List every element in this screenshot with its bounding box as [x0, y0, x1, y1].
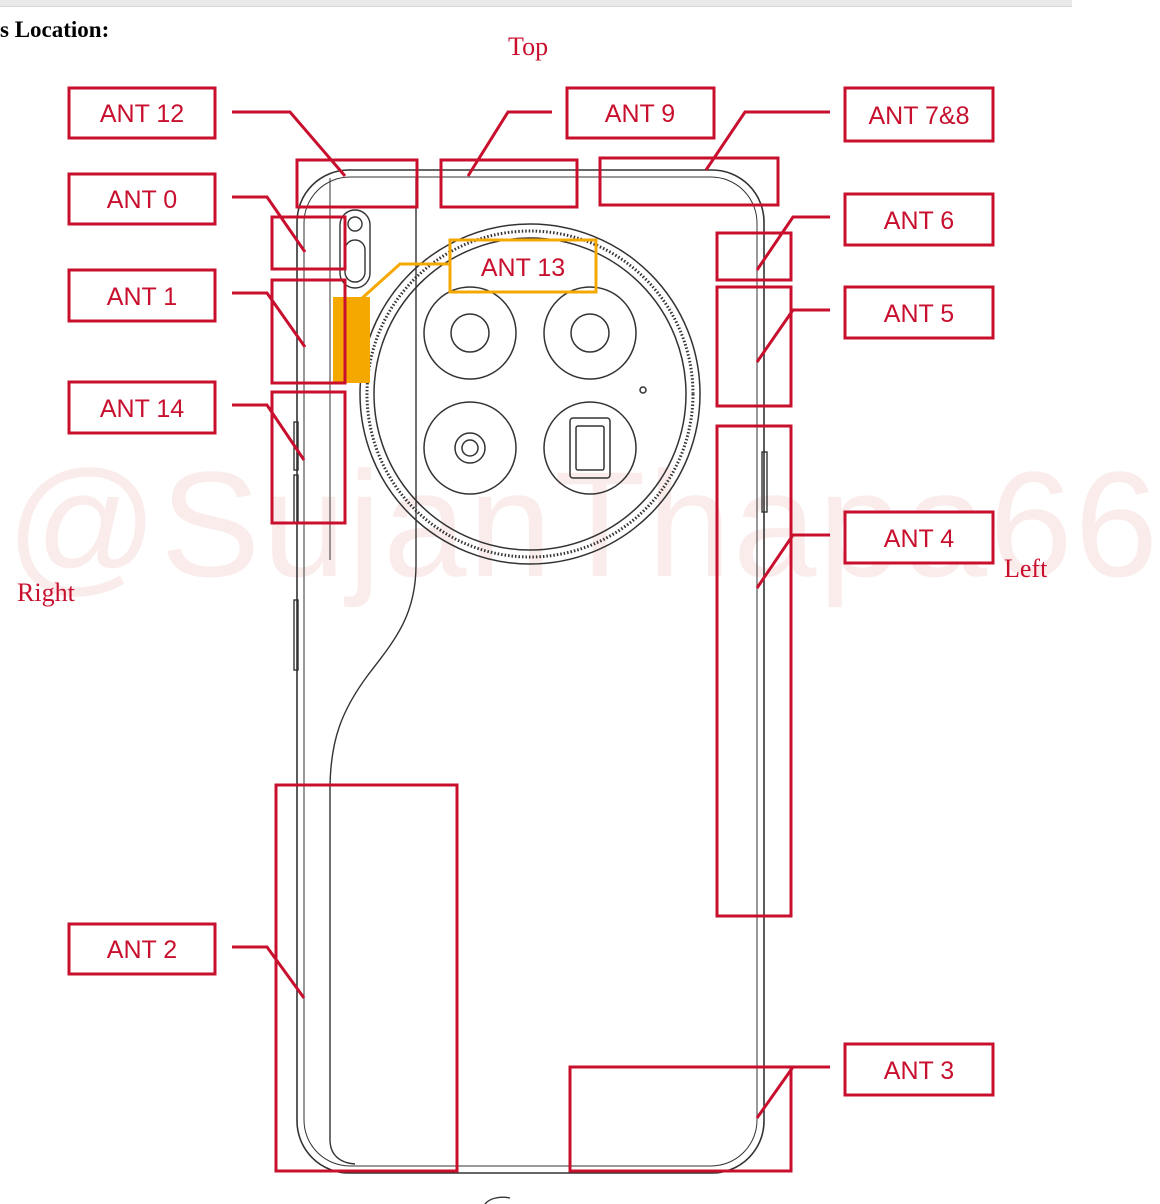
- camera-ring-inner: [373, 237, 687, 551]
- frame-edge-curve: [329, 178, 417, 1165]
- bottom-port: [484, 1196, 511, 1204]
- camera-module: [359, 223, 701, 565]
- orientation-top-label: Top: [508, 32, 549, 61]
- camera-lens-glass: [450, 313, 490, 353]
- ant6-zone: [715, 231, 793, 282]
- flash-light: [347, 216, 363, 232]
- ant5-zone: [715, 285, 793, 408]
- ant13-leader: [358, 262, 450, 302]
- camera-lens: [543, 401, 637, 495]
- ant4-zone: [715, 424, 793, 918]
- ant5-leader: [755, 308, 830, 363]
- ant0-zone: [270, 215, 347, 271]
- flash-module: [339, 209, 371, 289]
- ant13-label: ANT 13: [448, 238, 598, 294]
- ant12-label-text: ANT 12: [100, 100, 184, 128]
- camera-lens: [423, 286, 517, 380]
- phone-outline: [296, 169, 765, 1174]
- ant14-label-text: ANT 14: [100, 395, 184, 423]
- phone-body-outer: [296, 169, 765, 1174]
- camera-lens-glass: [461, 439, 479, 457]
- ant5-label: ANT 5: [843, 285, 995, 340]
- orientation-left-label: Left: [1004, 554, 1048, 583]
- ant14-leader: [232, 403, 306, 461]
- camera-ring-outer: [359, 223, 701, 565]
- ant5-label-text: ANT 5: [884, 300, 954, 328]
- ant9-label-text: ANT 9: [605, 100, 675, 128]
- ant1-zone: [270, 278, 347, 385]
- periscope-lens: [569, 417, 611, 479]
- flash-sensor: [344, 239, 366, 283]
- ant2-label: ANT 2: [67, 922, 217, 976]
- ant13-label-text: ANT 13: [481, 254, 565, 282]
- leader-lines: [232, 110, 830, 1119]
- ant6-leader: [755, 215, 830, 271]
- ant9-label: ANT 9: [565, 86, 716, 140]
- ant9-zone: [439, 158, 579, 209]
- antenna-zones: [270, 156, 793, 1173]
- ant14-label: ANT 14: [67, 380, 217, 435]
- ant2-label-text: ANT 2: [107, 936, 177, 964]
- microphone-hole: [639, 386, 647, 394]
- camera-lens-glass: [570, 313, 610, 353]
- ant1-leader: [232, 291, 307, 348]
- ant6-label-text: ANT 6: [884, 207, 954, 235]
- ant6-label: ANT 6: [843, 192, 995, 247]
- ant4-leader: [755, 533, 830, 589]
- ant78-label: ANT 7&8: [843, 86, 995, 143]
- phone-body-inner: [303, 176, 758, 1167]
- orientation-right-label: Right: [17, 578, 75, 607]
- ant2-zone: [274, 783, 459, 1173]
- ant12-leader: [232, 110, 347, 177]
- ant4-label-text: ANT 4: [884, 525, 954, 553]
- ant0-leader: [232, 195, 307, 253]
- volume-button: [293, 474, 299, 524]
- ant12-zone: [295, 158, 419, 209]
- camera-lens: [423, 401, 517, 495]
- camera-lens-glass: [454, 432, 486, 464]
- ant3-label: ANT 3: [843, 1042, 995, 1097]
- ant3-zone: [568, 1065, 793, 1173]
- top-bar: [0, 0, 1072, 7]
- ant4-label: ANT 4: [843, 510, 995, 565]
- camera-lens: [543, 286, 637, 380]
- ant78-leader: [704, 110, 830, 171]
- flash-housing: [339, 209, 371, 289]
- ant0-label: ANT 0: [67, 172, 217, 226]
- ant78-label-text: ANT 7&8: [869, 102, 970, 130]
- periscope-lens-inner: [575, 425, 605, 471]
- ant13-zone: [333, 297, 370, 383]
- ant1-label-text: ANT 1: [107, 283, 177, 311]
- side-buttons: [293, 421, 768, 671]
- ant3-label-text: ANT 3: [884, 1057, 954, 1085]
- side-key: [761, 451, 768, 513]
- ant0-label-text: ANT 0: [107, 186, 177, 214]
- ant9-leader: [466, 110, 552, 177]
- ant13-region: [333, 262, 450, 383]
- power-button: [293, 599, 299, 671]
- ant78-zone: [598, 156, 780, 207]
- ant1-label: ANT 1: [67, 268, 217, 323]
- ant3-leader: [755, 1065, 830, 1119]
- phone-drawing: ANT 12 ANT 9 ANT 7&8 ANT 0 ANT 6 ANT 13: [67, 86, 995, 1204]
- ant2-leader: [232, 945, 306, 999]
- camera-ring-knurl: [365, 229, 695, 559]
- ant12-label: ANT 12: [67, 86, 217, 140]
- ant14-zone: [270, 390, 347, 525]
- antenna-labels: ANT 12 ANT 9 ANT 7&8 ANT 0 ANT 6 ANT 13: [67, 86, 995, 1097]
- page-heading: s Location:: [0, 17, 110, 42]
